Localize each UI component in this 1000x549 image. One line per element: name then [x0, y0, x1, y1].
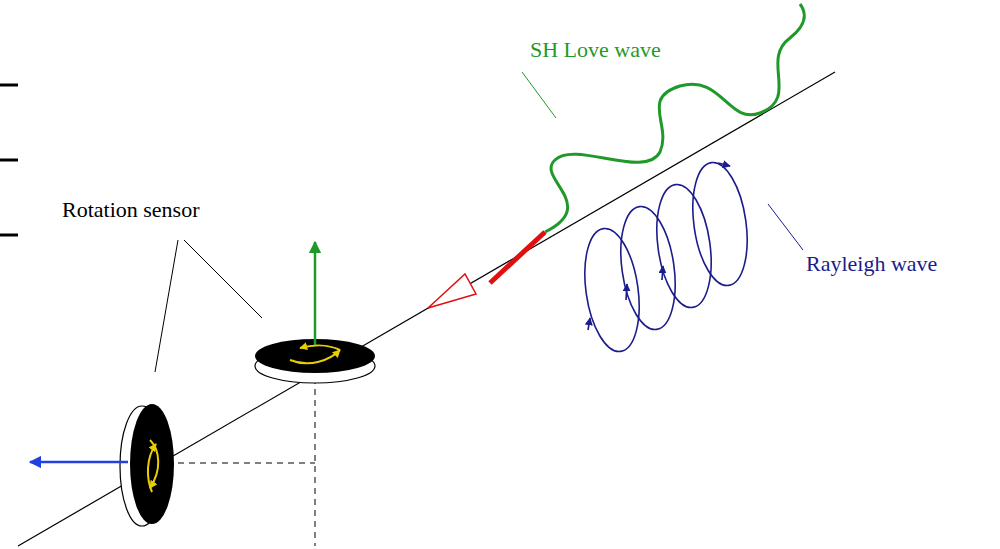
- edge-ticks: [0, 85, 18, 235]
- rayleigh-wave: [578, 159, 755, 355]
- wave-label: SH Love wave: [530, 38, 661, 62]
- vertical-rotation-sensor: [30, 404, 174, 526]
- horizontal-rotation-sensor: [255, 242, 375, 383]
- leader-lines: [155, 72, 803, 372]
- propagation-axis: [18, 72, 835, 546]
- wave-label: Rayleigh wave: [806, 252, 937, 276]
- direction-arrowhead: [428, 274, 476, 308]
- projection-lines: [178, 378, 315, 546]
- wave-label: Rotation sensor: [62, 198, 200, 222]
- propagation-direction: [490, 232, 545, 283]
